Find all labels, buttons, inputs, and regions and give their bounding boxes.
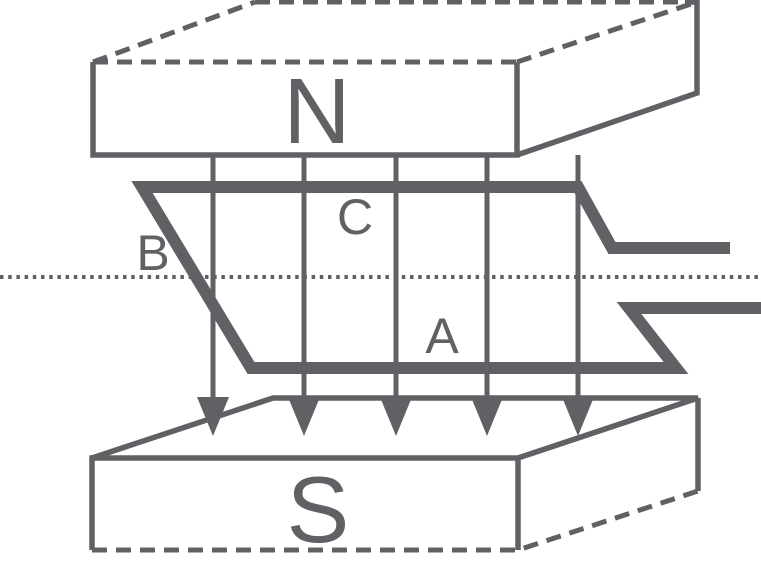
coil-wire <box>131 181 761 374</box>
south-magnet-hidden-edges <box>92 488 699 553</box>
down-arrow-icon <box>197 397 229 436</box>
down-arrow-icon <box>562 397 594 436</box>
north-pole-magnet <box>90 0 700 158</box>
north-pole-label: N <box>283 59 350 163</box>
down-arrow-icon <box>288 397 320 436</box>
north-magnet-hidden-edges <box>92 0 698 65</box>
labels: N S B C A <box>136 59 459 562</box>
magnetic-field-lines <box>197 155 594 436</box>
field-line-arrowheads <box>197 397 594 436</box>
coil-side-c-label: C <box>337 189 373 245</box>
down-arrow-icon <box>471 397 503 436</box>
north-magnet-right-edges <box>516 0 700 158</box>
coil-side-a-label: A <box>425 308 459 364</box>
south-pole-label: S <box>287 457 350 562</box>
south-magnet-front-face <box>89 455 521 550</box>
coil-side-b-label: B <box>136 225 169 281</box>
down-arrow-icon <box>380 397 412 436</box>
